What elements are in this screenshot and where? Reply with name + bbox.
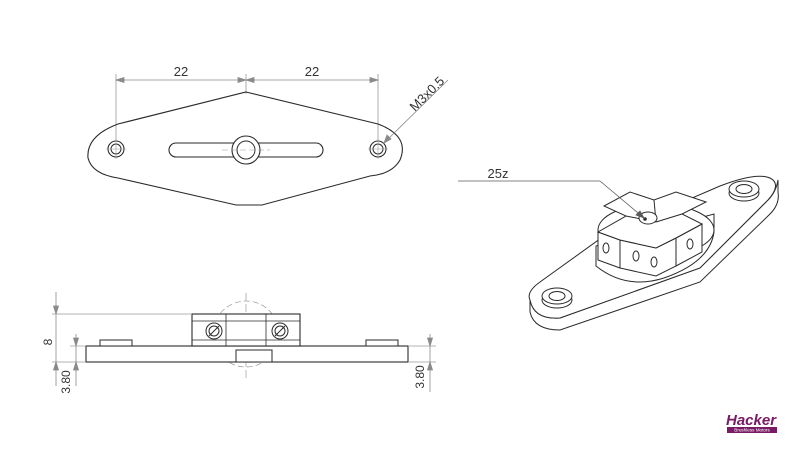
iso-washer-left: [541, 287, 573, 309]
iso-washer-right: [728, 180, 760, 202]
spline-leader: [458, 180, 645, 219]
thread-label: M3x0.5: [407, 73, 448, 114]
dimension-line-right: [244, 76, 380, 84]
side-screw-right: [271, 322, 289, 340]
side-washer-right: [365, 339, 399, 347]
top-view: 22 22 M3x0.5: [87, 64, 449, 206]
dimension-line-plate-right: [426, 334, 434, 392]
extension-lines-top: [115, 74, 379, 140]
iso-center-bore: [638, 211, 658, 225]
side-washer-left: [99, 339, 133, 347]
logo-tagline: Brushless Motors: [734, 428, 770, 433]
center-slot: [168, 142, 324, 158]
dimension-line-height: [52, 292, 60, 386]
dimension-line-plate-left: [72, 334, 80, 386]
logo-tagline-bar: [727, 427, 777, 433]
spline-label: 25z: [488, 166, 509, 181]
hole-left: [106, 139, 126, 159]
dimension-text-height: 8: [41, 338, 55, 345]
dimension-text-plate-right: 3.80: [413, 365, 427, 389]
servo-arm-outline: [87, 91, 403, 206]
dimension-line-left: [114, 76, 248, 84]
dimension-text-right: 22: [305, 64, 319, 79]
hole-right: [368, 139, 388, 159]
logo-wordmark: Hacker: [726, 412, 777, 429]
hacker-logo: Hacker Brushless Motors: [726, 412, 777, 433]
side-view: 8 3.80 3.80: [41, 292, 436, 394]
side-screw-left: [205, 322, 223, 340]
iso-view: [528, 175, 779, 331]
dimension-text-plate-left: 3.80: [59, 370, 73, 394]
side-hub: [191, 313, 301, 347]
dimension-text-left: 22: [174, 64, 188, 79]
extension-lines-side: [52, 313, 436, 363]
thread-leader: [383, 79, 449, 144]
side-bottom-boss: [235, 349, 273, 363]
